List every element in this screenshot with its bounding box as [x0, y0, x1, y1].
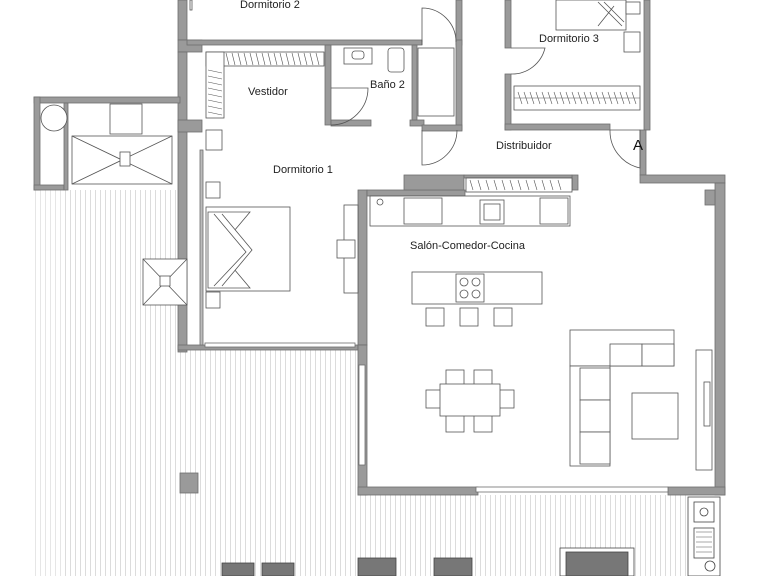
wall-balcony-bottom: [33, 184, 65, 191]
door-dorm3: [510, 47, 546, 75]
nightstand-top: [205, 181, 221, 199]
coffee-table: [631, 392, 679, 440]
room-label-vestidor: Vestidor: [248, 86, 288, 98]
furniture-bano2: [343, 47, 455, 117]
door-dorm2: [421, 7, 457, 43]
kitchen-counter: [369, 195, 571, 227]
wall-vestidor-bath: [324, 44, 332, 126]
armchair: [433, 557, 473, 576]
furniture-balcony: [40, 103, 188, 306]
fridge: [539, 197, 569, 225]
stool: [459, 307, 479, 327]
room-label-dormitorio-1: Dormitorio 1: [273, 164, 333, 176]
wall-left: [177, 51, 188, 353]
wall-kitchen-top-thin: [463, 174, 573, 179]
wall-right: [714, 182, 726, 496]
wall-salon-bottom-a: [357, 486, 479, 496]
wall-balcony-top: [33, 96, 181, 104]
shower: [417, 47, 455, 117]
wall-kitchen-chimney: [403, 174, 465, 191]
furniture-dining: [425, 369, 515, 433]
wall-left-mid: [177, 119, 203, 133]
door-bath: [421, 129, 458, 166]
wall-dist-top: [421, 124, 463, 132]
round-table: [40, 104, 68, 132]
entry-marker: A: [633, 137, 644, 154]
wall-left-top: [177, 0, 188, 41]
outdoor-kitchen-marks: [696, 531, 712, 553]
wall-kitchen-top: [366, 189, 466, 197]
terrace-deck: [34, 190, 690, 576]
stool: [425, 307, 445, 327]
terrace-post: [179, 472, 199, 494]
furniture-kitchen: [369, 177, 573, 327]
room-label-dormitorio-2: Dormitorio 2: [240, 0, 300, 11]
door-vestidor: [330, 87, 369, 126]
chair-dorm1: [336, 239, 356, 259]
oven: [403, 197, 443, 225]
toilet: [387, 47, 405, 73]
room-label-bano-2: Baño 2: [370, 79, 405, 91]
nightstand-dorm3: [625, 1, 641, 15]
furniture-terrace: [221, 496, 721, 576]
chair-vestidor: [205, 129, 223, 151]
furniture-dorm1: [205, 129, 359, 309]
windows: [204, 342, 669, 493]
doors: [330, 7, 641, 169]
wall-dorm3-left-b: [504, 73, 512, 131]
wall-dorm3-left: [504, 0, 512, 49]
furniture-dorm3: [513, 0, 641, 111]
window-dorm1: [204, 342, 356, 348]
chair-dorm3: [623, 31, 641, 53]
furniture-dorm2: [189, 0, 193, 11]
planter: [109, 103, 143, 135]
furniture-living: [569, 329, 713, 471]
door-entry: [609, 129, 641, 169]
wall-dorm3-right: [643, 0, 651, 131]
sun-lounger: [261, 562, 295, 576]
room-label-dormitorio-3: Dormitorio 3: [539, 33, 599, 45]
dining-chair: [445, 413, 465, 433]
wall-bath-bottom-a: [330, 119, 372, 127]
wall-dorm3-bottom: [504, 123, 611, 131]
armchair: [357, 557, 397, 576]
kitchen-shelf: [465, 177, 573, 193]
dining-table: [439, 383, 501, 417]
wall-balcony-left: [33, 96, 41, 191]
wardrobe-hangers-dorm3: [514, 91, 640, 105]
wall-dorm1-inner: [199, 149, 204, 346]
wall-bath-right: [455, 39, 463, 131]
bed-dorm3: [555, 0, 627, 31]
wall-dorm1-right: [357, 189, 368, 346]
window-salon: [475, 486, 669, 493]
closet-hangers: [207, 52, 320, 116]
closet-left: [205, 51, 225, 119]
cooktop: [455, 273, 485, 303]
kitchen-shelf-marks: [469, 179, 562, 191]
nightstand-bottom: [205, 291, 221, 309]
sun-lounger: [221, 562, 255, 576]
walls: [33, 0, 726, 496]
room-label-salon-comedor-cocina: Salón-Comedor-Cocina: [410, 240, 525, 252]
wall-right-top: [639, 174, 726, 184]
wall-balcony-inner: [63, 102, 69, 191]
wall-right-notch: [704, 189, 716, 206]
dining-chair: [473, 413, 493, 433]
wall-dorm2-bottom: [186, 39, 423, 46]
wall-salon-bottom-b: [667, 486, 726, 496]
stool: [493, 307, 513, 327]
window-salon-left: [358, 364, 366, 466]
room-label-distribuidor: Distribuidor: [496, 140, 552, 152]
wall-bath-inner: [411, 44, 418, 121]
wall-dorm2-right: [455, 0, 463, 46]
wall-kitchen-right-stub: [571, 174, 579, 191]
